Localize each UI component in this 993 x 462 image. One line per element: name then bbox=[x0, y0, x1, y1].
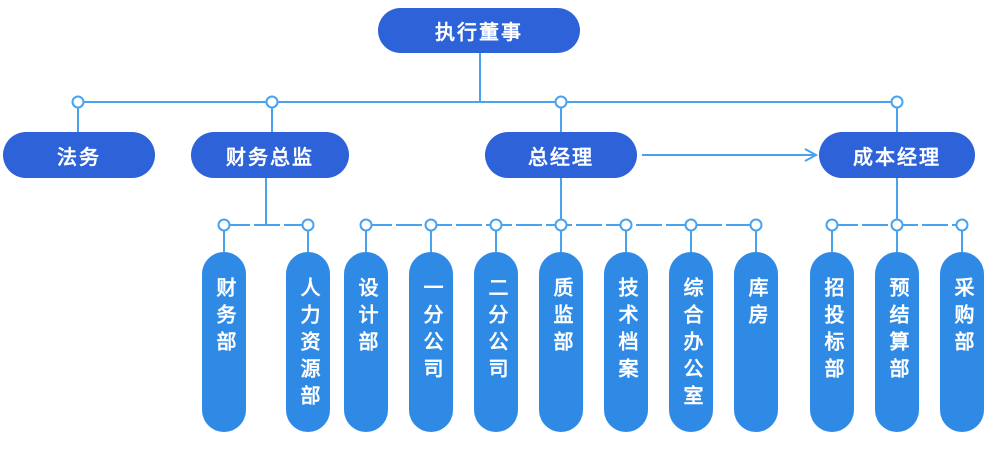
node-label: 设计部 bbox=[355, 277, 377, 358]
junction-dot bbox=[749, 218, 763, 232]
node-finance-dept: 财务部 bbox=[202, 252, 246, 432]
junction-dot bbox=[955, 218, 969, 232]
node-label: 二分公司 bbox=[485, 277, 507, 385]
node-label: 采购部 bbox=[951, 277, 973, 358]
node-label: 招投标部 bbox=[821, 277, 843, 385]
junction-dot bbox=[359, 218, 373, 232]
node-executive-director: 执行董事 bbox=[378, 8, 580, 53]
node-label: 综合办公室 bbox=[680, 277, 702, 412]
node-label: 库房 bbox=[745, 277, 767, 331]
junction-dot bbox=[554, 218, 568, 232]
node-branch-company-1: 一分公司 bbox=[409, 252, 453, 432]
node-legal: 法务 bbox=[3, 132, 155, 178]
node-general-office: 综合办公室 bbox=[669, 252, 713, 432]
arrow-head-icon bbox=[804, 148, 819, 162]
node-quality-supervision-dept: 质监部 bbox=[539, 252, 583, 432]
junction-dot bbox=[217, 218, 231, 232]
node-finance-director: 财务总监 bbox=[191, 132, 349, 178]
node-label: 预结算部 bbox=[886, 277, 908, 385]
node-bidding-dept: 招投标部 bbox=[810, 252, 854, 432]
junction-dot bbox=[301, 218, 315, 232]
node-label: 技术档案 bbox=[615, 277, 637, 385]
junction-dot bbox=[890, 95, 904, 109]
arrow-general-manager-to-cost-manager bbox=[642, 148, 819, 162]
node-warehouse: 库房 bbox=[734, 252, 778, 432]
junction-dot bbox=[265, 95, 279, 109]
node-general-manager: 总经理 bbox=[485, 132, 637, 178]
node-label: 人力资源部 bbox=[297, 277, 319, 412]
junction-dot bbox=[890, 218, 904, 232]
junction-dot bbox=[554, 95, 568, 109]
junction-dot bbox=[71, 95, 85, 109]
node-label: 一分公司 bbox=[420, 277, 442, 385]
node-procurement-dept: 采购部 bbox=[940, 252, 984, 432]
junction-dot bbox=[825, 218, 839, 232]
node-hr-dept: 人力资源部 bbox=[286, 252, 330, 432]
node-label: 质监部 bbox=[550, 277, 572, 358]
node-branch-company-2: 二分公司 bbox=[474, 252, 518, 432]
junction-dot bbox=[424, 218, 438, 232]
node-design-dept: 设计部 bbox=[344, 252, 388, 432]
node-technical-archives: 技术档案 bbox=[604, 252, 648, 432]
node-cost-manager: 成本经理 bbox=[819, 132, 975, 178]
junction-dot bbox=[489, 218, 503, 232]
junction-dot bbox=[619, 218, 633, 232]
node-budget-settlement-dept: 预结算部 bbox=[875, 252, 919, 432]
junction-dot bbox=[684, 218, 698, 232]
node-label: 财务部 bbox=[213, 277, 235, 358]
